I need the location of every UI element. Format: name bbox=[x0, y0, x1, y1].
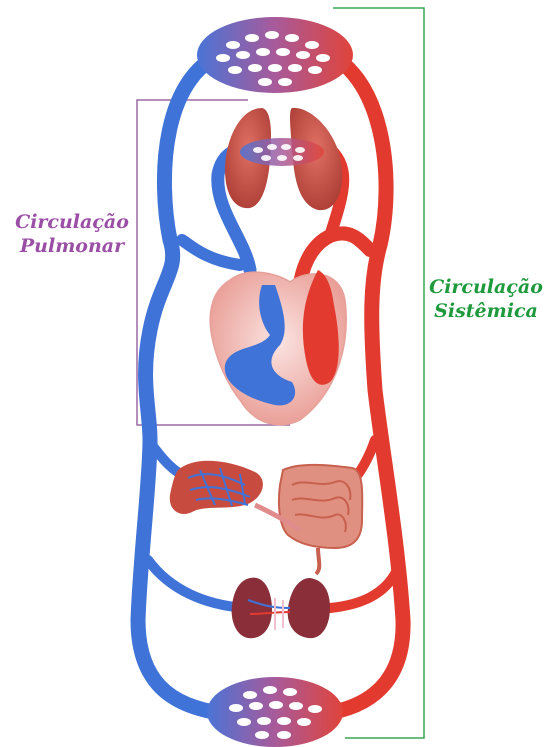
intestines-icon bbox=[255, 465, 362, 574]
systemic-label-line1: Circulação bbox=[427, 275, 545, 299]
capillary-network-icon bbox=[197, 17, 353, 93]
systemic-circulation-label: Circulação Sistêmica bbox=[427, 275, 545, 323]
capillary-network-icon bbox=[207, 677, 343, 747]
lungs-icon bbox=[225, 108, 342, 210]
pulmonary-label-line1: Circulação bbox=[10, 210, 134, 234]
liver-icon bbox=[170, 461, 263, 514]
pulmonary-circulation-label: Circulação Pulmonar bbox=[10, 210, 134, 258]
heart-icon bbox=[210, 270, 346, 425]
kidneys-icon bbox=[232, 578, 330, 639]
systemic-label-line2: Sistêmica bbox=[427, 299, 545, 323]
pulmonary-label-line2: Pulmonar bbox=[10, 234, 134, 258]
